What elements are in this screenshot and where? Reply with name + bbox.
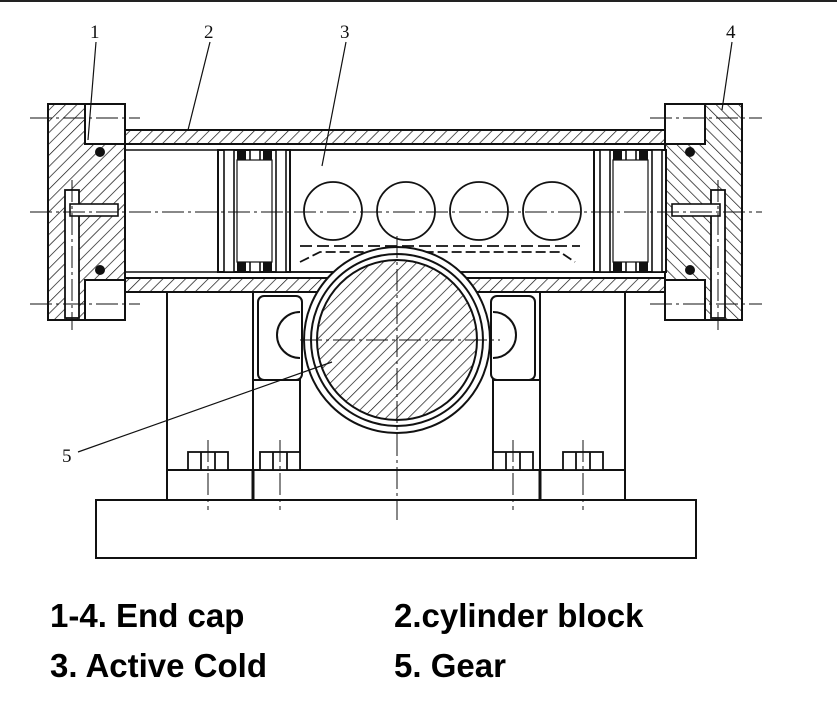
right-piston-seals xyxy=(593,149,667,273)
gear-pump-section-drawing: 1 2 3 4 5 xyxy=(30,22,762,559)
top-border-line xyxy=(0,0,837,2)
legend-end-cap: 1-4. End cap xyxy=(50,597,245,634)
legend-active-cold: 3. Active Cold xyxy=(50,647,267,684)
callout-2: 2 xyxy=(204,22,214,43)
left-piston-seals xyxy=(217,149,291,273)
side-rollers xyxy=(257,295,536,381)
legend-gear: 5. Gear xyxy=(394,647,506,684)
callout-5: 5 xyxy=(62,446,72,467)
callout-4: 4 xyxy=(726,22,736,43)
centre-lines xyxy=(30,117,762,520)
left-end-cap xyxy=(47,103,126,321)
callout-3: 3 xyxy=(340,22,350,43)
cylinder-block-top-wall xyxy=(121,129,669,145)
leader-lines xyxy=(77,41,733,453)
base-plate xyxy=(95,499,697,559)
active-piston-rack xyxy=(290,149,594,273)
legend-cylinder-block: 2.cylinder block xyxy=(394,597,644,634)
callout-1: 1 xyxy=(90,22,100,43)
